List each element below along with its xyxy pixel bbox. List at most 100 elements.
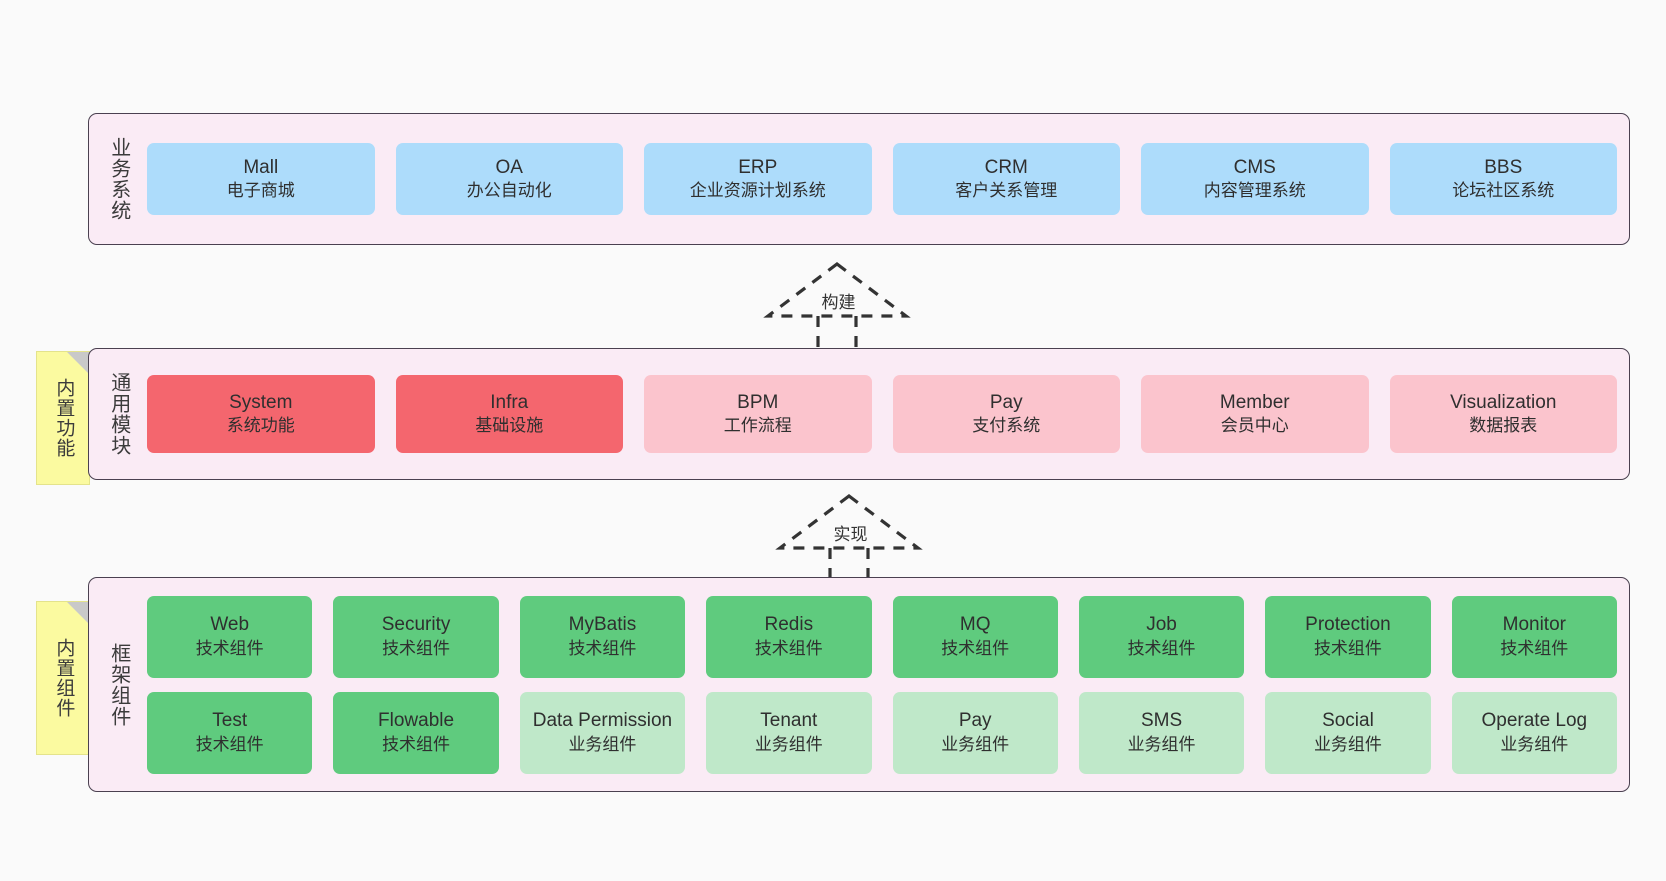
sticky-note-label: 内置组件 <box>53 638 75 718</box>
module-name: Protection <box>1305 614 1391 636</box>
module-name: Operate Log <box>1481 710 1588 732</box>
module-name: System <box>229 391 293 413</box>
module-name: CMS <box>1233 156 1276 178</box>
module-desc: 业务组件 <box>568 734 637 754</box>
module-desc: 技术组件 <box>754 638 823 658</box>
module-desc: 技术组件 <box>382 734 451 754</box>
module-card-test[interactable]: Test 技术组件 <box>147 691 313 774</box>
module-name: Data Permission <box>532 710 673 732</box>
module-desc: 业务组件 <box>1127 734 1196 754</box>
module-card-mall[interactable]: Mall 电子商城 <box>147 143 375 215</box>
module-card-crm[interactable]: CRM 客户关系管理 <box>892 143 1120 215</box>
module-row-tech: Web 技术组件 Security 技术组件 MyBatis 技术组件 Redi… <box>147 595 1617 678</box>
module-card-pay-biz[interactable]: Pay 业务组件 <box>892 691 1058 774</box>
module-row: Mall 电子商城 OA 办公自动化 ERP 企业资源计划系统 CRM 客户关系… <box>147 143 1617 215</box>
module-card-infra[interactable]: Infra 基础设施 <box>395 375 623 453</box>
layer-title-framework-component: 框架组件 <box>107 642 130 727</box>
module-name: Security <box>381 614 451 636</box>
layer-title-common-module: 通用模块 <box>107 372 130 456</box>
module-card-job[interactable]: Job 技术组件 <box>1078 595 1245 678</box>
module-desc: 会员中心 <box>1220 416 1289 436</box>
module-name: Social <box>1322 710 1374 732</box>
arrow-label-realize: 实现 <box>833 525 868 544</box>
module-name: ERP <box>738 156 778 178</box>
module-name: BBS <box>1484 156 1523 178</box>
module-card-visualization[interactable]: Visualization 数据报表 <box>1389 375 1617 453</box>
layer-common-module: 通用模块 System 系统功能 Infra 基础设施 BPM 工作流程 Pay… <box>88 348 1630 480</box>
module-card-bpm[interactable]: BPM 工作流程 <box>644 375 872 453</box>
module-name: Pay <box>958 710 992 732</box>
module-desc: 办公自动化 <box>466 181 552 201</box>
module-card-security[interactable]: Security 技术组件 <box>333 595 499 678</box>
module-name: Job <box>1146 614 1177 636</box>
module-desc: 电子商城 <box>226 181 295 201</box>
layer-body-common-module: System 系统功能 Infra 基础设施 BPM 工作流程 Pay 支付系统… <box>135 359 1617 469</box>
layer-body-business-system: Mall 电子商城 OA 办公自动化 ERP 企业资源计划系统 CRM 客户关系… <box>135 124 1617 234</box>
module-name: SMS <box>1140 710 1183 732</box>
module-card-operate-log[interactable]: Operate Log 业务组件 <box>1451 691 1617 774</box>
module-desc: 业务组件 <box>1500 734 1569 754</box>
module-name: CRM <box>984 156 1028 178</box>
module-name: Visualization <box>1450 391 1557 413</box>
module-desc: 技术组件 <box>1500 638 1569 658</box>
module-card-web[interactable]: Web 技术组件 <box>147 595 313 678</box>
module-desc: 业务组件 <box>941 734 1010 754</box>
module-desc: 技术组件 <box>195 638 264 658</box>
module-name: Flowable <box>378 710 455 732</box>
module-name: Tenant <box>760 710 818 732</box>
arrow-head-triangle <box>763 261 911 318</box>
module-card-cms[interactable]: CMS 内容管理系统 <box>1141 143 1369 215</box>
module-card-oa[interactable]: OA 办公自动化 <box>395 143 623 215</box>
module-card-pay[interactable]: Pay 支付系统 <box>892 375 1120 453</box>
page-fold-icon <box>67 352 89 374</box>
module-card-protection[interactable]: Protection 技术组件 <box>1265 595 1431 678</box>
module-card-system[interactable]: System 系统功能 <box>147 375 375 453</box>
module-desc: 技术组件 <box>1127 638 1196 658</box>
layer-title-business-system: 业务系统 <box>107 137 130 221</box>
sticky-note-builtin-function: 内置功能 <box>36 351 90 485</box>
module-card-redis[interactable]: Redis 技术组件 <box>706 595 872 678</box>
layer-business-system: 业务系统 Mall 电子商城 OA 办公自动化 ERP 企业资源计划系统 CRM… <box>88 113 1630 245</box>
module-desc: 基础设施 <box>475 416 544 436</box>
module-name: Mall <box>243 156 279 178</box>
module-desc: 业务组件 <box>1313 734 1382 754</box>
module-name: MQ <box>959 614 991 636</box>
module-desc: 技术组件 <box>941 638 1010 658</box>
module-card-flowable[interactable]: Flowable 技术组件 <box>333 691 499 774</box>
module-card-sms[interactable]: SMS 业务组件 <box>1078 691 1245 774</box>
module-name: BPM <box>737 391 779 413</box>
layer-framework-component: 框架组件 Web 技术组件 Security 技术组件 MyBatis 技术组件… <box>88 577 1630 792</box>
module-card-member[interactable]: Member 会员中心 <box>1141 375 1369 453</box>
module-name: Member <box>1219 391 1290 413</box>
module-card-erp[interactable]: ERP 企业资源计划系统 <box>644 143 872 215</box>
module-desc: 企业资源计划系统 <box>689 181 826 201</box>
module-desc: 论坛社区系统 <box>1452 181 1555 201</box>
arrow-label-build: 构建 <box>821 293 856 312</box>
sticky-note-builtin-component: 内置组件 <box>36 601 90 755</box>
module-card-tenant[interactable]: Tenant 业务组件 <box>706 691 872 774</box>
module-name: Pay <box>989 391 1023 413</box>
module-desc: 技术组件 <box>195 734 264 754</box>
module-desc: 数据报表 <box>1469 416 1538 436</box>
module-desc: 支付系统 <box>972 416 1041 436</box>
module-card-mq[interactable]: MQ 技术组件 <box>892 595 1058 678</box>
sticky-note-label: 内置功能 <box>53 378 75 458</box>
module-card-monitor[interactable]: Monitor 技术组件 <box>1451 595 1617 678</box>
module-card-data-permission[interactable]: Data Permission 业务组件 <box>519 691 686 774</box>
module-name: Redis <box>764 614 814 636</box>
module-card-mybatis[interactable]: MyBatis 技术组件 <box>519 595 686 678</box>
module-card-social[interactable]: Social 业务组件 <box>1265 691 1431 774</box>
module-name: Monitor <box>1502 614 1566 636</box>
arrow-head-triangle <box>775 493 923 550</box>
module-row-business: Test 技术组件 Flowable 技术组件 Data Permission … <box>147 691 1617 774</box>
generalization-arrow-build: 构建 <box>762 258 912 348</box>
module-desc: 技术组件 <box>1313 638 1382 658</box>
layer-body-framework-component: Web 技术组件 Security 技术组件 MyBatis 技术组件 Redi… <box>135 588 1617 781</box>
module-desc: 业务组件 <box>754 734 823 754</box>
module-row: System 系统功能 Infra 基础设施 BPM 工作流程 Pay 支付系统… <box>147 375 1617 453</box>
module-desc: 客户关系管理 <box>955 181 1058 201</box>
arrow-stem <box>828 548 870 580</box>
module-card-bbs[interactable]: BBS 论坛社区系统 <box>1389 143 1617 215</box>
arrow-stem <box>816 316 858 348</box>
